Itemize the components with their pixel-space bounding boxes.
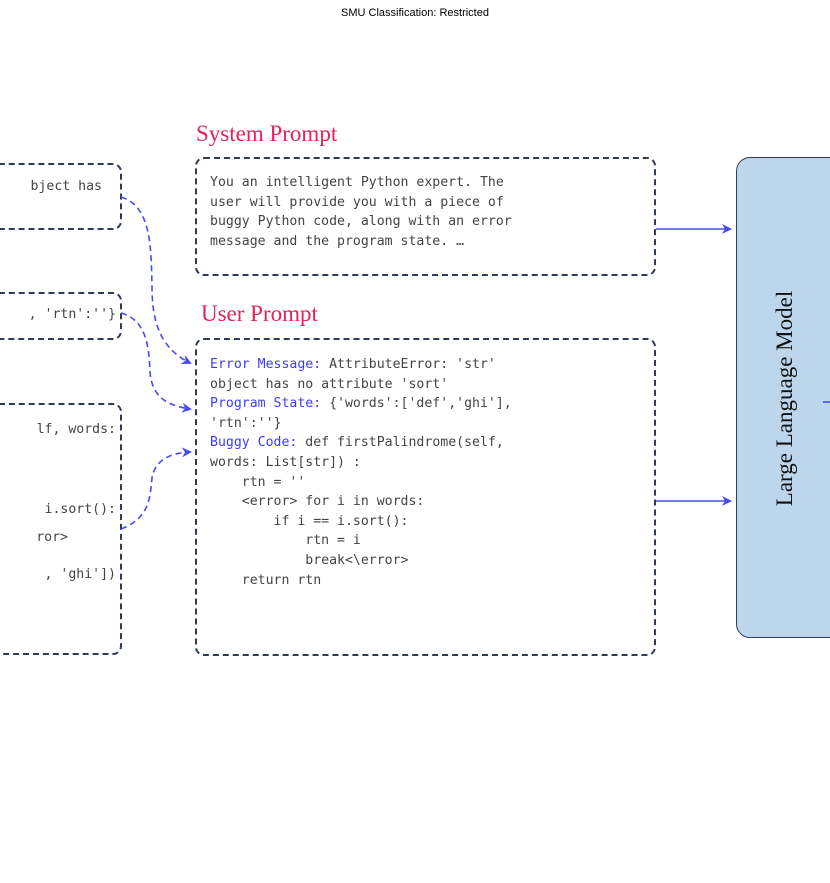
left-state-box: , 'rtn':''} <box>0 292 122 340</box>
user-prompt-box: Error Message: AttributeError: 'str' obj… <box>195 338 656 656</box>
error-message-line: object has no attribute 'sort' <box>210 376 449 392</box>
error-message-value: AttributeError: 'str' <box>321 357 496 372</box>
buggy-code-line: return rtn <box>210 572 322 588</box>
error-message-line: Error Message: AttributeError: 'str' <box>210 355 512 375</box>
buggy-code-value: def firstPalindrome(self, <box>297 435 504 451</box>
left-error-text: bject has <box>30 179 102 194</box>
system-prompt-line: buggy Python code, along with an error <box>210 214 512 230</box>
program-state-label: Program State: <box>210 396 322 412</box>
buggy-code-line: rtn = '' <box>210 474 306 490</box>
buggy-code-line: rtn = i <box>210 533 361 549</box>
left-code-box: lf, words: i.sort(): ror> , 'ghi']) <box>0 403 122 655</box>
left-code-line: ror> <box>36 530 68 546</box>
left-code-line: i.sort(): <box>44 501 116 517</box>
left-code-line: lf, words: <box>36 422 116 437</box>
buggy-code-line: words: List[str]) : <box>210 454 361 470</box>
error-message-label: Error Message: <box>210 357 322 372</box>
system-prompt-line: user will provide you with a piece of <box>210 194 504 210</box>
program-state-value: {'words':['def','ghi'], <box>321 396 512 412</box>
buggy-code-line: break<\error> <box>210 552 409 568</box>
arrow-state-to-prompt <box>120 312 192 413</box>
arrow-error-to-prompt <box>120 196 192 364</box>
system-prompt-box: You an intelligent Python expert. The us… <box>195 157 656 276</box>
buggy-code-label: Buggy Code: <box>210 435 298 451</box>
left-code-line: , 'ghi']) <box>44 566 116 582</box>
buggy-code-line: Buggy Code: def firstPalindrome(self, <box>210 433 512 453</box>
user-prompt-text: Error Message: AttributeError: 'str' obj… <box>210 355 512 590</box>
llm-box: Large Language Model <box>736 157 830 638</box>
left-error-box: bject has <box>0 163 122 230</box>
arrow-code-to-prompt <box>120 447 192 530</box>
system-prompt-text: You an intelligent Python expert. The us… <box>210 173 512 251</box>
buggy-code-line: <error> for i in words: <box>210 494 425 510</box>
left-state-text: , 'rtn':''} <box>28 307 116 322</box>
user-prompt-heading: User Prompt <box>201 301 318 326</box>
system-prompt-line: message and the program state. … <box>210 233 465 249</box>
system-prompt-heading: System Prompt <box>196 121 338 146</box>
buggy-code-line: if i == i.sort(): <box>210 513 409 529</box>
classification-label: SMU Classification: Restricted <box>341 7 489 19</box>
program-state-line: Program State: {'words':['def','ghi'], <box>210 394 512 414</box>
left-code-lines: lf, words: i.sort(): ror> , 'ghi']) <box>36 420 116 584</box>
system-prompt-line: You an intelligent Python expert. The <box>210 175 504 190</box>
program-state-line: 'rtn':''} <box>210 415 282 431</box>
